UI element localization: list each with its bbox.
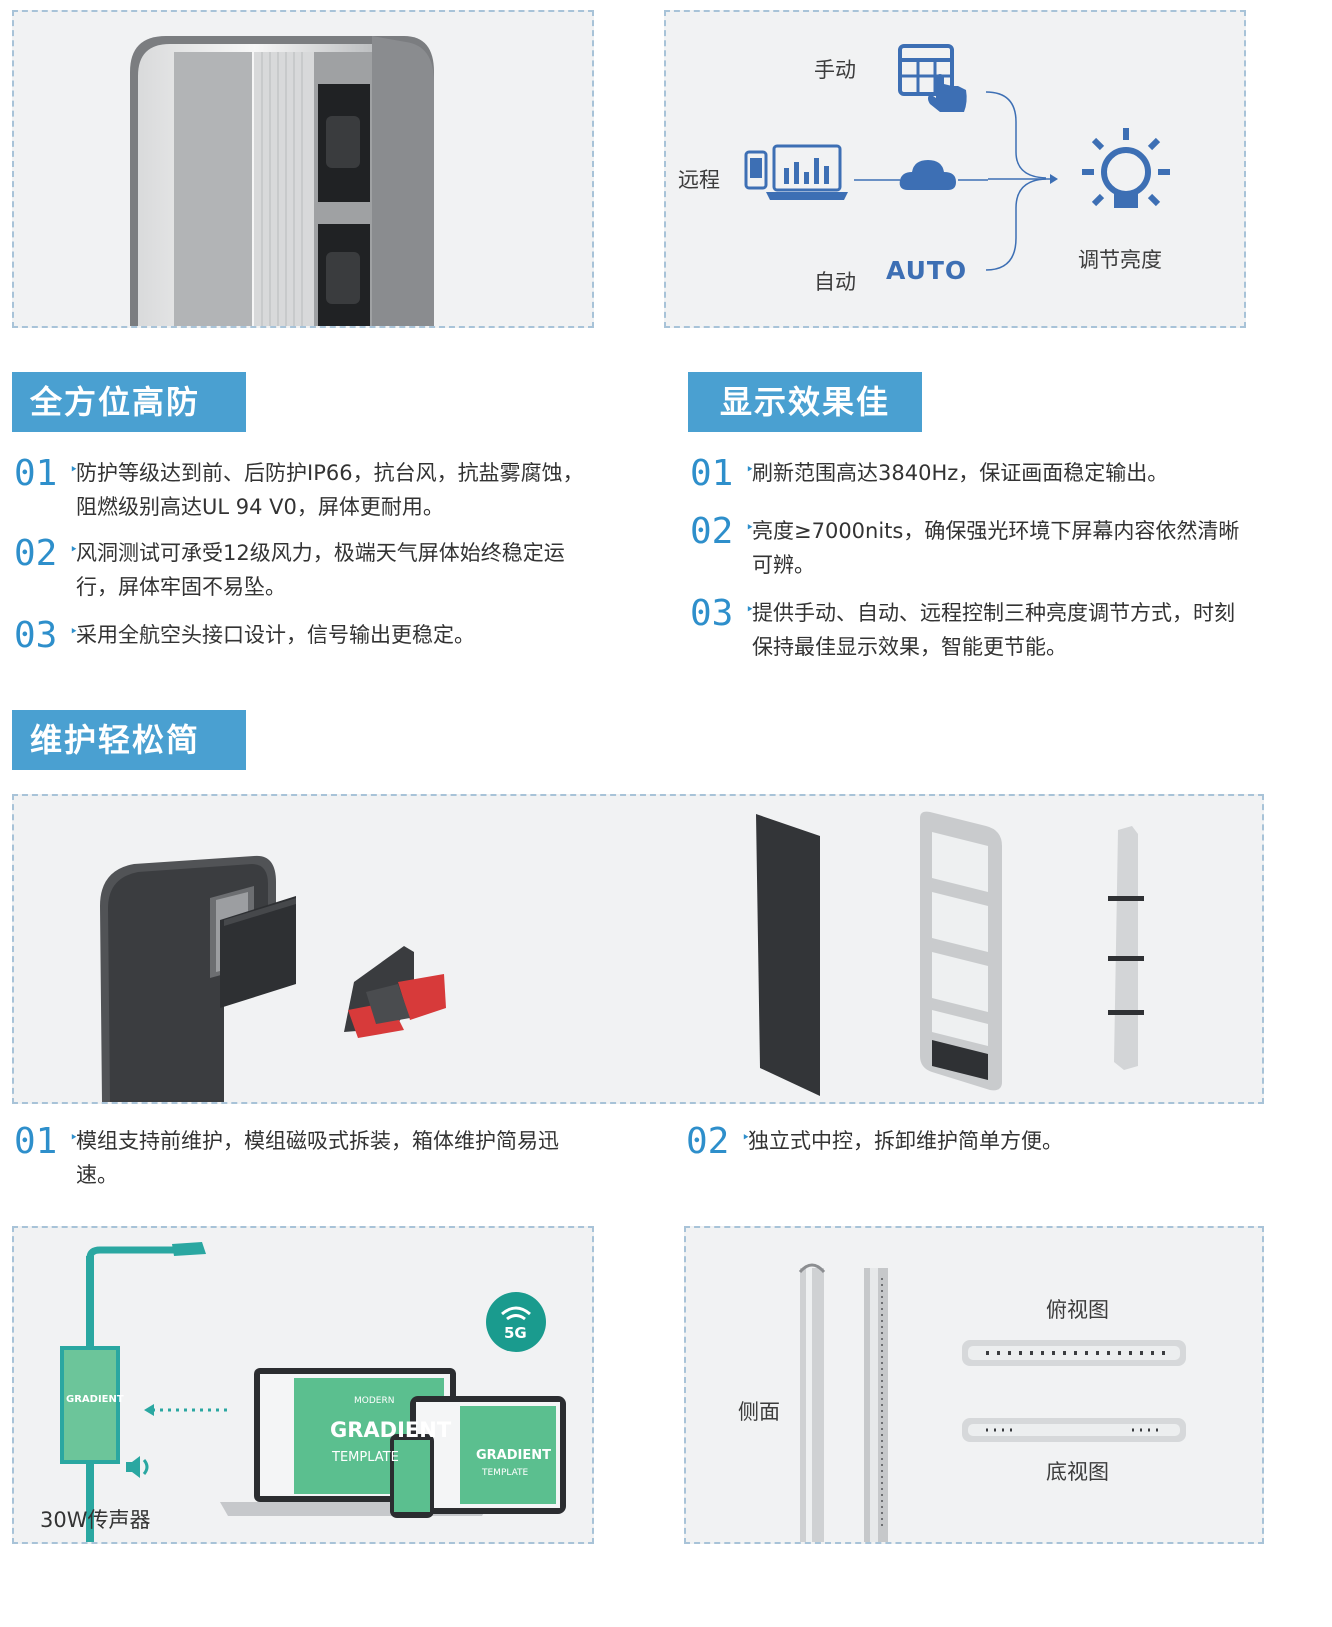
remote-label: 远程: [678, 168, 720, 192]
touch-grid-icon: [898, 44, 967, 112]
maintenance-photo-panel: [12, 794, 1264, 1104]
item-text: 独立式中控，拆卸维护简单方便。: [748, 1129, 1063, 1153]
maintenance-item-2: 02‣ 独立式中控，拆卸维护简单方便。: [686, 1122, 1256, 1162]
cabinet-closeup-image: [130, 36, 434, 326]
maintenance-item-1: 01‣ 模组支持前维护，模组磁吸式拆装，箱体维护简易迅速。: [14, 1122, 594, 1192]
adjust-brightness-label: 调节亮度: [1078, 248, 1162, 272]
side-view-label: 侧面: [738, 1400, 780, 1424]
display-item-2: 02‣ 亮度≥7000nits，确保强光环境下屏幕内容依然清晰可辨。: [690, 512, 1254, 582]
cabinet-photo-panel: [12, 10, 594, 328]
protection-item-2: 02‣ 风洞测试可承受12级风力，极端天气屏体始终稳定运行，屏体牢固不易坠。: [14, 534, 594, 604]
item-text: 风洞测试可承受12级风力，极端天气屏体始终稳定运行，屏体牢固不易坠。: [76, 541, 565, 599]
item-text: 模组支持前维护，模组磁吸式拆装，箱体维护简易迅速。: [76, 1129, 559, 1187]
5g-badge: 5G: [504, 1324, 527, 1342]
maintenance-images: [100, 811, 1144, 1102]
item-number: 01‣: [690, 453, 754, 494]
remote-devices-icon: [744, 144, 848, 200]
auto-badge: AUTO: [886, 256, 968, 285]
item-text: 亮度≥7000nits，确保强光环境下屏幕内容依然清晰可辨。: [752, 519, 1240, 577]
top-view-label: 俯视图: [1046, 1298, 1109, 1322]
item-text: 提供手动、自动、远程控制三种亮度调节方式，时刻保持最佳显示效果，智能更节能。: [752, 601, 1235, 659]
network-scene-image: [60, 1242, 566, 1542]
brightness-diagram-panel: 手动 远程 自动 AUTO 调节亮度: [664, 10, 1246, 328]
item-text: 采用全航空头接口设计，信号输出更稳定。: [76, 623, 475, 647]
section-title-display: 显示效果佳: [688, 372, 922, 432]
laptop-screen-title: GRADIENT: [330, 1418, 452, 1442]
protection-item-1: 01‣ 防护等级达到前、后防护IP66，抗台风，抗盐雾腐蚀，阻燃级别高达UL 9…: [14, 454, 594, 524]
tablet-screen-subtitle: TEMPLATE: [482, 1468, 529, 1478]
item-number: 03‣: [690, 593, 754, 634]
profile-views-image: [798, 1263, 1186, 1542]
auto-label: 自动: [814, 270, 856, 294]
views-panel: 侧面 俯视图 底视图: [684, 1226, 1264, 1544]
laptop-screen-brand: MODERN: [354, 1396, 395, 1406]
brightness-bulb-icon: [1082, 128, 1170, 208]
display-item-1: 01‣ 刷新范围高达3840Hz，保证画面稳定输出。: [690, 454, 1254, 494]
section-title-maintenance: 维护轻松简便: [12, 710, 246, 819]
tablet-screen-title: GRADIENT: [476, 1448, 551, 1463]
speaker-label: 30W传声器: [40, 1508, 151, 1532]
item-number: 02‣: [14, 533, 78, 574]
item-text: 防护等级达到前、后防护IP66，抗台风，抗盐雾腐蚀，阻燃级别高达UL 94 V0…: [76, 461, 584, 519]
item-number: 02‣: [690, 511, 754, 552]
item-number: 01‣: [14, 453, 78, 494]
item-number: 02‣: [686, 1121, 750, 1162]
manual-label: 手动: [814, 58, 856, 82]
item-text: 刷新范围高达3840Hz，保证画面稳定输出。: [752, 461, 1169, 485]
protection-item-3: 03‣ 采用全航空头接口设计，信号输出更稳定。: [14, 616, 594, 656]
display-item-3: 03‣ 提供手动、自动、远程控制三种亮度调节方式，时刻保持最佳显示效果，智能更节…: [690, 594, 1254, 664]
flow-lines: [854, 91, 1058, 271]
section-title-protection: 全方位高防护: [12, 372, 246, 481]
item-number: 03‣: [14, 615, 78, 656]
network-publish-panel: 5G GRADIENT MODERN GRADIENT TEMPLATE GRA…: [12, 1226, 594, 1544]
laptop-screen-subtitle: TEMPLATE: [332, 1450, 399, 1465]
bottom-view-label: 底视图: [1046, 1460, 1109, 1484]
pole-screen-title: GRADIENT: [66, 1394, 124, 1405]
cloud-icon: [899, 160, 956, 190]
item-number: 01‣: [14, 1121, 78, 1162]
